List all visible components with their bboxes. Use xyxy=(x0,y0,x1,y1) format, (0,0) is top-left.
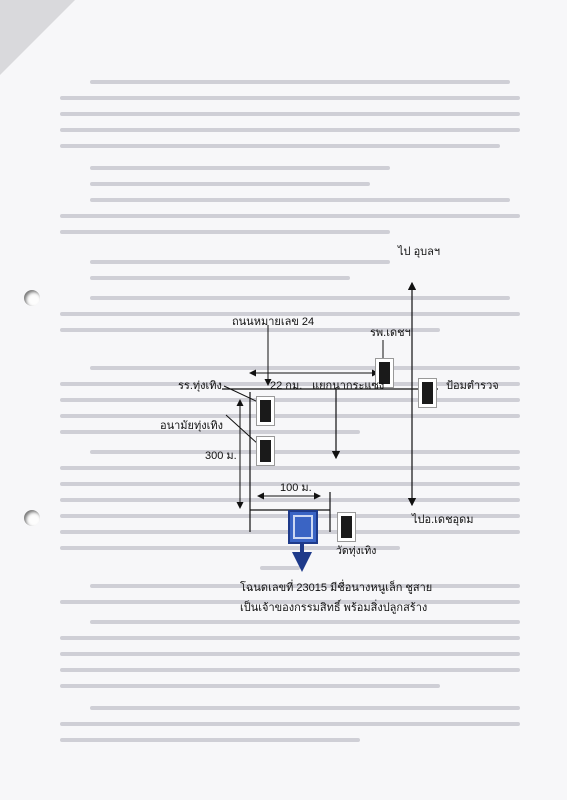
health-station-building xyxy=(256,436,275,466)
label-police-box: ป้อมตำรวจ xyxy=(446,380,499,392)
police-box-building xyxy=(418,378,437,408)
school-building xyxy=(256,396,275,426)
label-school: รร.ทุ่งเทิง xyxy=(178,380,222,392)
subject-property xyxy=(288,510,318,544)
label-to-det-udom: ไปอ.เดชอุดม xyxy=(412,514,474,526)
label-road-24: ถนนหมายเลข 24 xyxy=(232,316,315,328)
label-to-ubon: ไป อุบลฯ xyxy=(398,246,441,258)
folded-corner xyxy=(0,0,75,75)
label-100m: 100 ม. xyxy=(280,482,312,494)
label-health-station: อนามัยทุ่งเทิง xyxy=(160,420,224,432)
punch-hole-bottom xyxy=(24,510,40,526)
label-hospital: รพ.เดชฯ xyxy=(370,327,411,339)
punch-hole-top xyxy=(24,290,40,306)
caption-line-1: โฉนดเลขที่ 23015 มีชื่อนางหนูเล็ก ชูสาย xyxy=(240,582,433,594)
label-22km: 22 กม. xyxy=(270,380,303,392)
label-300m: 300 ม. xyxy=(205,450,237,462)
hospital-building xyxy=(375,358,394,388)
caption-line-2: เป็นเจ้าของกรรมสิทธิ์ พร้อมสิ่งปลูกสร้าง xyxy=(240,602,428,614)
label-junction: แยกนากระแซง xyxy=(312,380,385,392)
label-temple: วัดทุ่งเทิง xyxy=(336,545,377,557)
temple-building xyxy=(337,512,356,542)
